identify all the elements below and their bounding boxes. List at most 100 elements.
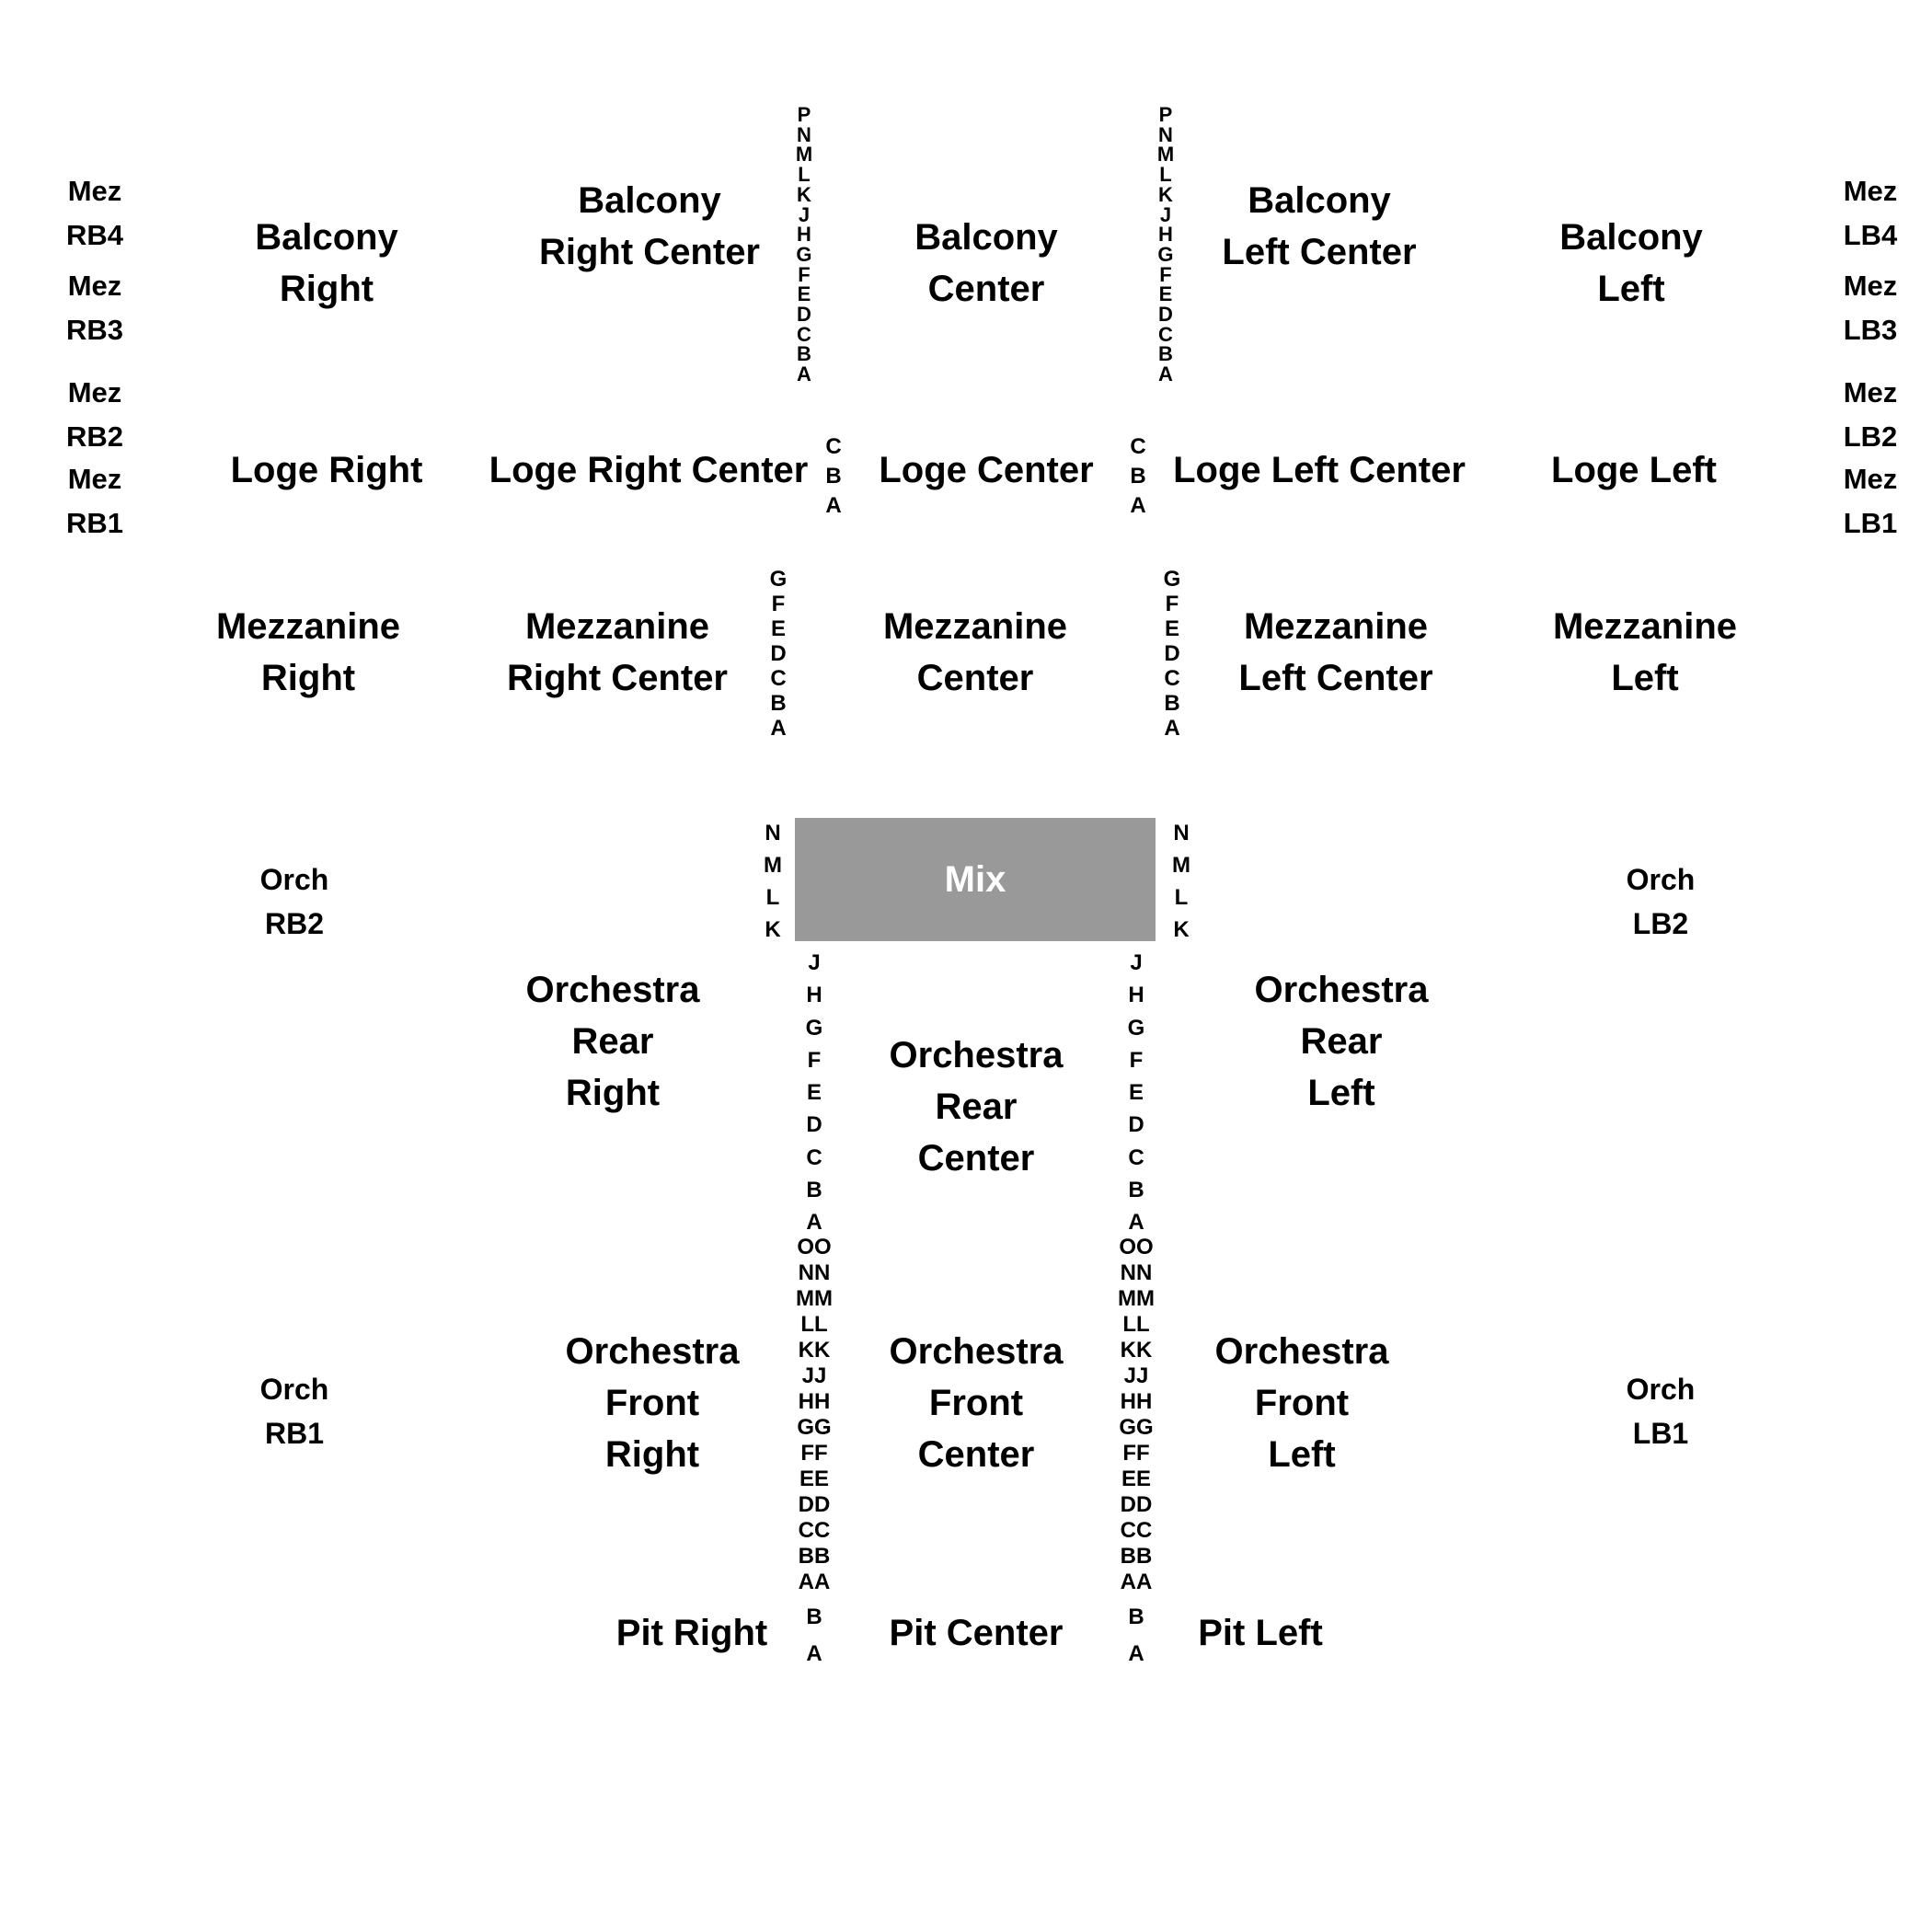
section-loge-center[interactable]: Loge Center [879,444,1093,496]
row-labels-orch-front-left-row: JJ [1123,1363,1149,1388]
row-labels-mezzanine-left-row: C [1164,666,1180,691]
row-labels-balcony-left-row: N [1158,122,1173,146]
section-loge-right[interactable]: Loge Right [231,444,423,496]
mez-rb1-line-2: RB1 [65,507,124,539]
section-loge-left[interactable]: Loge Left [1551,444,1717,496]
section-balcony-right-center-line-1: Balcony [578,180,721,221]
mez-rb3-line-1: Mez [67,270,122,302]
row-labels-balcony-right-row: J [798,202,811,226]
row-labels-orch-rear-left-row: H [1128,983,1144,1008]
row-labels-orch-rear-right-row: G [805,1015,823,1041]
row-labels-orch-rear-left-row: C [1128,1144,1144,1170]
section-pit-right[interactable]: Pit Right [616,1607,767,1659]
row-labels-orch-front-left-row: KK [1120,1338,1153,1363]
row-labels-loge-left-row: C [1130,434,1146,459]
section-orchestra-front-right-line-3: Right [604,1434,700,1475]
section-loge-left-center[interactable]: Loge Left Center [1173,444,1466,496]
row-labels-orch-rear-right-row: E [806,1080,822,1106]
mix-label: Mix [944,858,1006,900]
section-loge-right-center-line-1: Loge Right Center [489,450,809,490]
section-orchestra-rear-center-line-1: Orchestra [889,1035,1064,1075]
section-orchestra-rear-left-line-3: Left [1307,1073,1375,1113]
row-labels-mezzanine-right-row: A [770,716,787,741]
row-labels-orch-front-left-row: GG [1119,1415,1154,1440]
row-labels-orch-front-left-row: EE [1121,1466,1152,1491]
section-orchestra-front-left-line-2: Front [1254,1383,1350,1423]
row-labels-orch-front-right-row: CC [798,1518,831,1543]
section-orchestra-rear-center-line-2: Rear [935,1087,1018,1127]
orch-lb1-line-2: LB1 [1632,1417,1689,1450]
mez-lb4-line-2: LB4 [1843,219,1898,251]
section-mezzanine-right-center-line-1: Mezzanine [524,606,710,647]
row-labels-loge-left-row: A [1130,493,1146,518]
row-labels-orch-front-left-row: LL [1122,1312,1150,1337]
section-balcony-left-line-1: Balcony [1559,217,1703,258]
row-labels-balcony-left-row: G [1157,242,1174,266]
row-labels-balcony-left-row: J [1159,202,1172,226]
row-labels-orch-rear-left-row: J [1130,950,1143,975]
orch-rb1-line-2: RB1 [264,1417,324,1450]
mez-rb2-line-2: RB2 [65,420,124,453]
orch-rb1-line-1: Orch [259,1373,329,1406]
row-labels-mezzanine-left-row: A [1164,716,1180,741]
orch-lb2-line-2: LB2 [1632,907,1689,940]
row-labels-loge-left-row: B [1130,464,1146,489]
row-labels-balcony-left-row: P [1158,103,1173,126]
section-mezzanine-right-line-1: Mezzanine [215,606,401,647]
row-labels-mezzanine-right-row: C [770,666,787,691]
row-labels-orch-rear-left-row: D [1128,1112,1144,1138]
row-labels-balcony-right-row: A [797,362,811,386]
section-orchestra-front-center-line-1: Orchestra [889,1331,1064,1372]
section-balcony-right-center-line-2: Right Center [539,232,760,272]
row-labels-loge-right-row: A [825,493,842,518]
row-labels-orch-mix-left-row: K [1173,917,1190,942]
row-labels-orch-rear-left-row: F [1129,1047,1144,1073]
section-orchestra-front-center-line-3: Center [917,1434,1035,1475]
row-labels-orch-front-right-row: BB [798,1544,831,1569]
section-loge-right-center[interactable]: Loge Right Center [489,444,809,496]
mix-position[interactable]: Mix [795,818,1156,941]
section-pit-left[interactable]: Pit Left [1198,1607,1323,1659]
section-loge-center-line-1: Loge Center [879,450,1094,490]
section-pit-center[interactable]: Pit Center [890,1607,1064,1659]
section-orchestra-front-left-line-1: Orchestra [1214,1331,1389,1372]
row-labels-pit-right-row: A [806,1641,822,1666]
mez-lb3-line-2: LB3 [1843,314,1898,346]
row-labels-orch-rear-right-row: B [806,1178,822,1203]
orch-lb1-line-1: Orch [1626,1373,1696,1406]
row-labels-mezzanine-right-row: E [770,616,787,641]
section-orchestra-rear-right-line-3: Right [565,1073,661,1113]
